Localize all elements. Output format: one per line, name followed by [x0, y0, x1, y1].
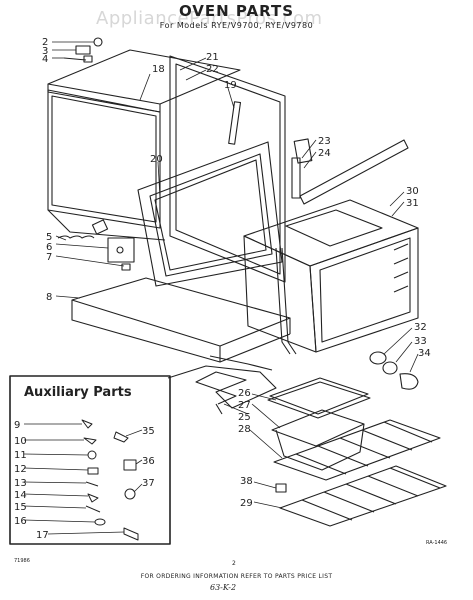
callout-24: 24	[318, 148, 331, 159]
callout-numbers: 2 3 4 21 22 18 19 20 23 24 30 31 5 6 7 8…	[14, 37, 431, 541]
callout-20: 20	[150, 154, 163, 165]
auxiliary-parts-title: Auxiliary Parts	[24, 385, 132, 400]
watermark: AppliancePartsPros.com	[96, 8, 323, 29]
oven-light-assembly	[369, 351, 419, 390]
callout-36: 36	[142, 456, 155, 467]
callout-33: 33	[414, 336, 427, 347]
callout-10: 10	[14, 436, 27, 447]
callout-29: 29	[240, 498, 253, 509]
oven-rack-upper	[273, 419, 441, 481]
callout-23: 23	[318, 136, 331, 147]
callout-9: 9	[14, 420, 20, 431]
callout-17: 17	[36, 530, 49, 541]
callout-2: 2	[42, 37, 48, 48]
handwritten-note: 63-K-2	[210, 583, 237, 592]
page-number: 2	[232, 560, 236, 567]
bake-element	[167, 355, 277, 415]
callout-25: 25	[238, 412, 251, 423]
oven-back-panel	[47, 89, 166, 241]
callout-21: 21	[206, 52, 219, 63]
oven-rack-lower	[279, 465, 447, 527]
callout-15: 15	[14, 502, 27, 513]
callout-13: 13	[14, 478, 27, 489]
document-code: 71986	[14, 558, 30, 564]
callout-8: 8	[46, 292, 52, 303]
diagram-subtitle: For Models RYE/V9700, RYE/V9780	[159, 21, 314, 30]
callout-6: 6	[46, 242, 52, 253]
callout-22: 22	[206, 64, 219, 75]
callout-16: 16	[14, 516, 27, 527]
callout-18: 18	[152, 64, 165, 75]
diagram-title: OVEN PARTS	[178, 2, 295, 20]
callout-7: 7	[46, 252, 52, 263]
callout-19: 19	[224, 80, 237, 91]
callout-38: 38	[240, 476, 253, 487]
callout-12: 12	[14, 464, 27, 475]
callout-3: 3	[42, 46, 48, 57]
callout-31: 31	[406, 198, 419, 209]
oven-liner	[243, 199, 419, 355]
broiler-pan-insert	[267, 377, 371, 419]
callout-34: 34	[418, 348, 431, 359]
thermostat-bracket	[57, 219, 135, 271]
callout-27: 27	[238, 400, 251, 411]
rack-stop	[275, 483, 287, 493]
callout-11: 11	[14, 450, 27, 461]
oven-bottom-panel	[71, 277, 291, 363]
callout-26: 26	[238, 388, 251, 399]
callout-37: 37	[142, 478, 155, 489]
oven-side-wall	[169, 55, 286, 283]
ordering-footer: FOR ORDERING INFORMATION REFER TO PARTS …	[140, 573, 333, 580]
oven-front-frame	[137, 141, 283, 287]
callout-32: 32	[414, 322, 427, 333]
callout-4: 4	[42, 54, 48, 65]
part-code: RA-1446	[426, 540, 448, 546]
callout-5: 5	[46, 232, 52, 243]
callout-30: 30	[406, 186, 419, 197]
callout-14: 14	[14, 490, 27, 501]
auxiliary-parts-box	[9, 375, 171, 545]
oven-top-rail	[291, 138, 409, 205]
leader-lines	[23, 41, 419, 535]
callout-35: 35	[142, 426, 155, 437]
callout-28: 28	[238, 424, 251, 435]
broiler-pan	[271, 409, 365, 471]
